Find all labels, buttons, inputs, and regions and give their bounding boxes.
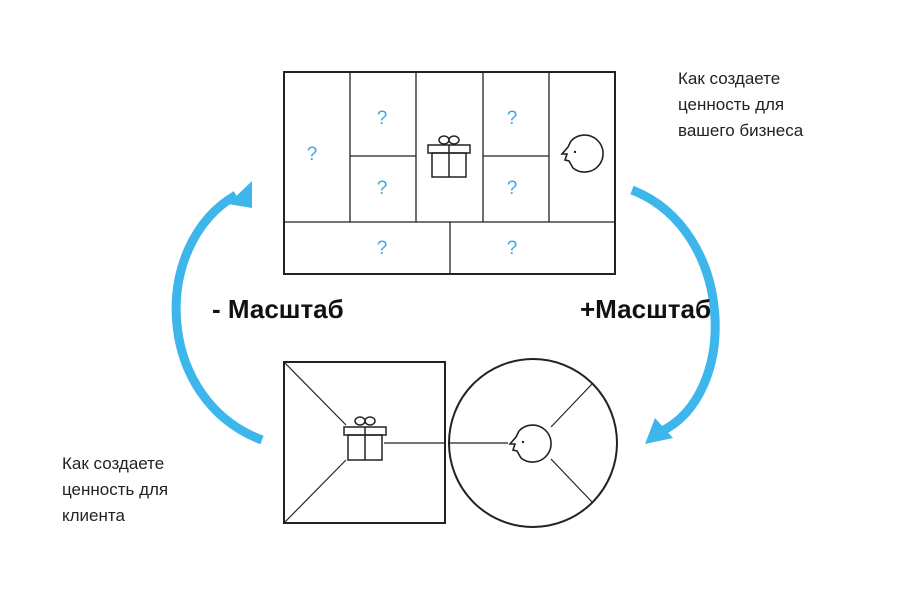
business-value-caption: Как создаете ценность для вашего бизнеса [678, 66, 803, 144]
question-customer-relationships: ? [507, 108, 518, 129]
question-key-activities: ? [377, 108, 388, 129]
arrow-down-icon [645, 418, 673, 444]
left-cycle-arrow [171, 181, 264, 445]
business-model-canvas [283, 71, 616, 275]
question-cost-structure: ? [377, 238, 388, 259]
gift-icon [427, 135, 471, 178]
question-key-resources: ? [377, 178, 388, 199]
caption-line: клиента [62, 506, 125, 525]
customer-value-caption: Как создаете ценность для клиента [62, 451, 168, 529]
right-cycle-arrow [630, 185, 720, 444]
caption-line: ценность для [62, 480, 169, 499]
arrow-up-icon [228, 181, 252, 208]
scale-up-label: +Масштаб [580, 294, 712, 324]
question-key-partners: ? [307, 144, 318, 165]
gift-icon [343, 416, 387, 461]
face-icon [560, 134, 604, 173]
scale-down-label: - Масштаб [212, 294, 344, 324]
caption-line: вашего бизнеса [678, 121, 804, 140]
caption-line: Как создаете [62, 454, 165, 473]
question-channels: ? [507, 178, 518, 199]
value-map [283, 361, 446, 524]
caption-line: Как создаете [678, 69, 781, 88]
customer-profile [448, 358, 618, 528]
canvas-questions: ? ? ? ? ? ? ? [307, 108, 518, 259]
question-revenue-streams: ? [507, 238, 518, 259]
caption-line: ценность для [678, 95, 785, 114]
face-icon [508, 424, 552, 463]
